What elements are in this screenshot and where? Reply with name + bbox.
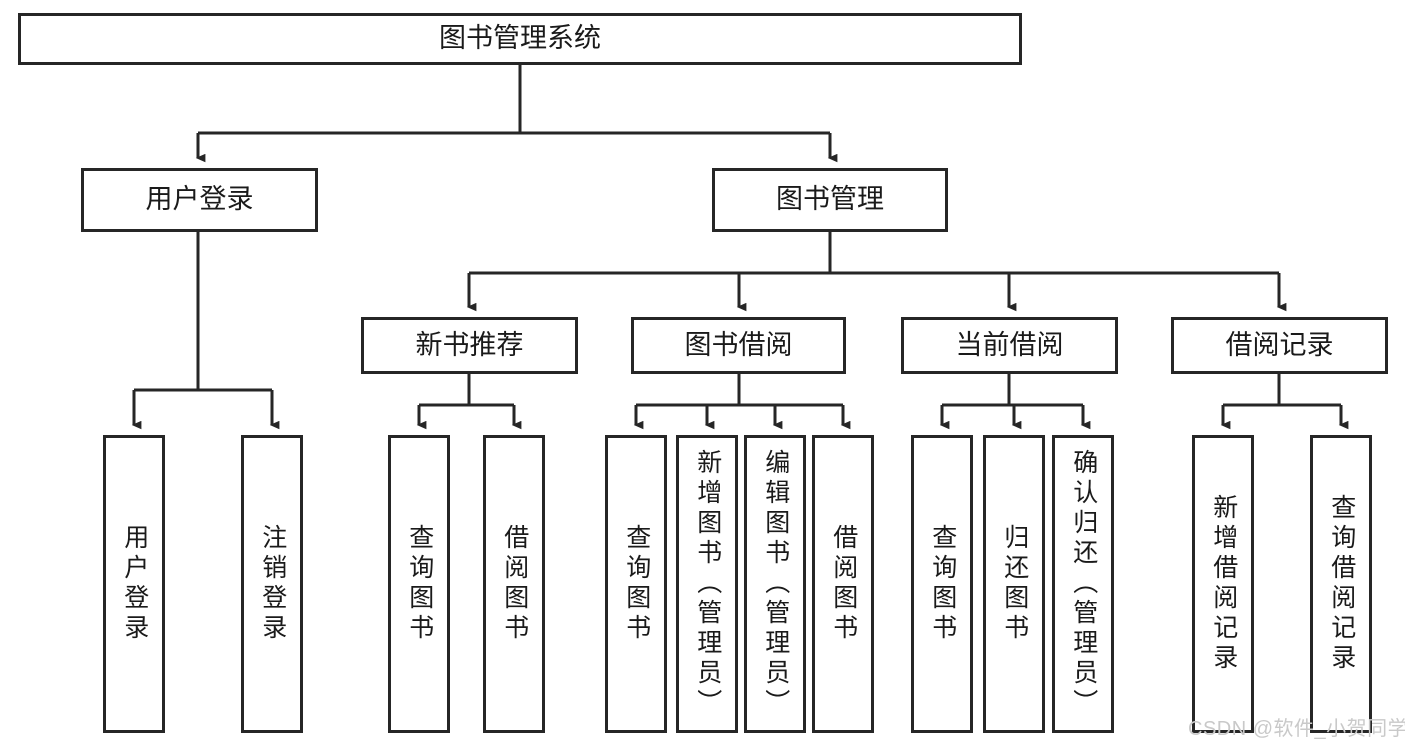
leaf-add-borrow-record[interactable]: 新增借阅记录 [1192, 435, 1254, 733]
node-book-management[interactable]: 图书管理 [712, 168, 948, 232]
leaf-query-book-borrow[interactable]: 查询图书 [605, 435, 667, 733]
leaf-query-book-current[interactable]: 查询图书 [911, 435, 973, 733]
leaf-query-borrow-record[interactable]: 查询借阅记录 [1310, 435, 1372, 733]
leaf-confirm-return-admin[interactable]: 确认归还（管理员） [1052, 435, 1114, 733]
leaf-query-book-newbook[interactable]: 查询图书 [388, 435, 450, 733]
leaf-return-book[interactable]: 归还图书 [983, 435, 1045, 733]
leaf-edit-book-admin[interactable]: 编辑图书（管理员） [744, 435, 806, 733]
node-new-book-recommend[interactable]: 新书推荐 [361, 317, 578, 374]
node-user-login[interactable]: 用户登录 [81, 168, 318, 232]
leaf-logout[interactable]: 注销登录 [241, 435, 303, 733]
leaf-user-login[interactable]: 用户登录 [103, 435, 165, 733]
csdn-watermark: CSDN @软件_小贺同学 [1188, 718, 1405, 740]
node-current-borrow[interactable]: 当前借阅 [901, 317, 1118, 374]
leaf-borrow-book-newbook[interactable]: 借阅图书 [483, 435, 545, 733]
leaf-add-book-admin[interactable]: 新增图书（管理员） [676, 435, 738, 733]
node-book-borrow[interactable]: 图书借阅 [631, 317, 846, 374]
node-root[interactable]: 图书管理系统 [18, 13, 1022, 65]
leaf-borrow-book[interactable]: 借阅图书 [812, 435, 874, 733]
node-borrow-record[interactable]: 借阅记录 [1171, 317, 1388, 374]
